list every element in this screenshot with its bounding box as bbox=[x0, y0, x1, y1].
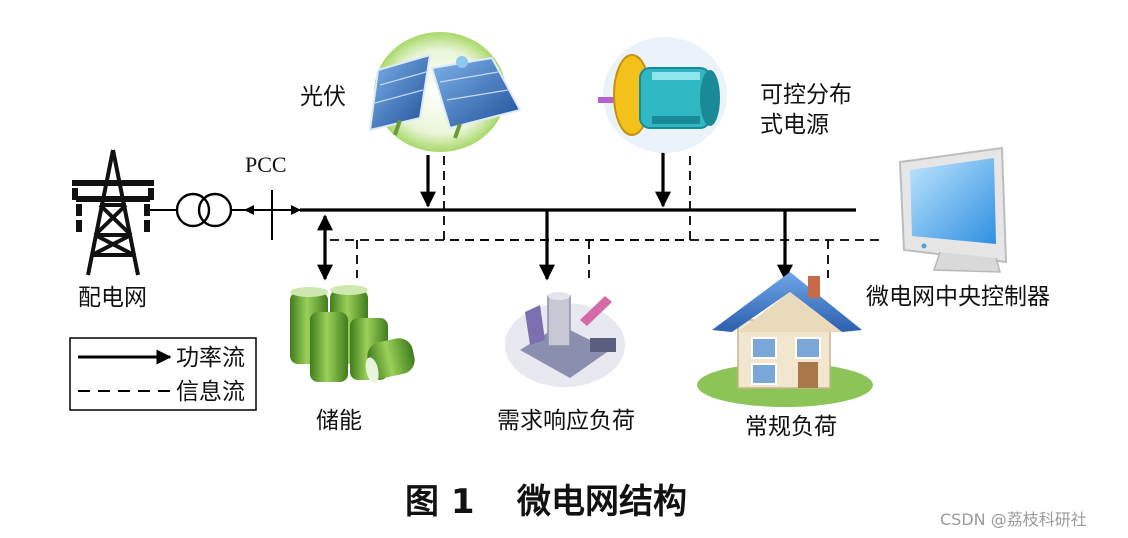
figure-number: 图 1 bbox=[405, 482, 475, 522]
transmission-tower-icon bbox=[72, 149, 154, 276]
legend: 功率流 信息流 bbox=[69, 337, 257, 411]
regular-load-label: 常规负荷 bbox=[745, 414, 837, 440]
industrial-load-icon bbox=[505, 292, 625, 387]
pcc-label: PCC bbox=[245, 152, 287, 177]
controllable-label-line2: 式电源 bbox=[760, 112, 829, 138]
info-flow-lines bbox=[330, 150, 882, 278]
pv-panel-icon bbox=[368, 32, 522, 152]
turbine-generator-icon bbox=[598, 37, 727, 153]
controllable-label-line1: 可控分布 bbox=[760, 82, 852, 108]
house-icon bbox=[697, 272, 873, 407]
legend-power-flow-label: 功率流 bbox=[176, 345, 245, 371]
grid-label: 配电网 bbox=[78, 285, 147, 311]
monitor-icon bbox=[898, 146, 1008, 273]
pv-label: 光伏 bbox=[300, 84, 346, 110]
legend-info-flow-label: 信息流 bbox=[176, 379, 245, 405]
controller-label: 微电网中央控制器 bbox=[866, 284, 1050, 310]
battery-storage-icon bbox=[290, 285, 415, 383]
figure-title: 微电网结构 bbox=[516, 482, 687, 522]
storage-label: 储能 bbox=[316, 408, 362, 434]
transformer-icon bbox=[150, 192, 246, 228]
watermark: CSDN @荔枝科研社 bbox=[940, 510, 1087, 529]
pcc-connection bbox=[244, 190, 301, 240]
demand-response-label: 需求响应负荷 bbox=[497, 408, 635, 434]
